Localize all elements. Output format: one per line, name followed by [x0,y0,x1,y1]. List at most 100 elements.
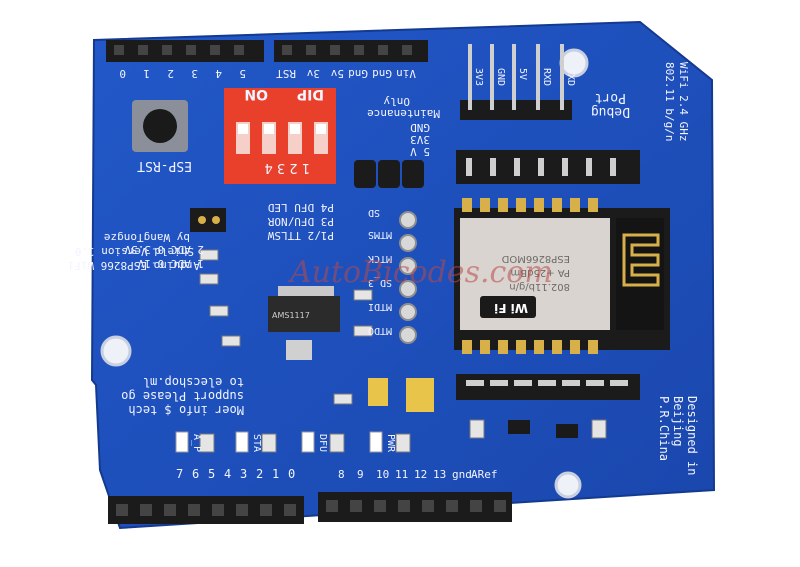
pin-label: 0 [288,467,295,481]
jtag-line-1: MTDI [368,301,392,312]
module-line-1: PA +25dBm [511,267,570,278]
jtag-line-5: SD [368,207,380,218]
designed-line-1: Beijing [671,396,685,447]
dip-label: DIP [297,86,324,102]
status-leds [175,431,383,453]
led-label-dfu: DFU [317,434,328,452]
mode-line-2: P4 DFU LED [268,201,334,214]
pin-label: 8 [338,468,345,481]
designed-line-2: P.R.China [657,396,671,461]
debug-pin-names: 3V3 GND 5V RXD TXD [473,68,576,86]
wifi-logo-badge [480,296,536,318]
watermark: AutoBicodes.com [287,255,553,290]
debug-pin-0: 3V3 [473,68,484,86]
esp8266-module [454,198,670,354]
adc-line-0: 1 ADC 0-1V [137,257,204,270]
led-label-pwr: PWR [385,434,396,453]
title-line-1: Shield Version 1.0 [75,245,194,258]
pin-label: ARef [471,468,498,481]
pin-label: 5 [239,67,246,80]
pin-label: 5v [330,67,344,80]
pin-label: gnd [452,468,472,481]
pin-label: Gnd [372,67,392,80]
jtag-line-4: MTMS [368,229,392,240]
maint-line-1: 3V3 [410,133,430,146]
maint-line-4: Only [383,95,410,108]
top-power-header [274,40,428,62]
pin-label: 10 [376,468,389,481]
regulator-label: AMS1117 [272,311,310,320]
adc-line-1: 2 ADC 0-3.3V [124,243,204,256]
mount-hole [100,335,132,367]
pin-label: 11 [395,468,408,481]
pin-label: Vin [396,67,416,80]
capacitor [406,378,434,412]
debug-port-line-1: Port [595,90,626,105]
led-label-sta: STA [251,434,262,452]
debug-port-pins [460,44,572,120]
top-analog-labels: 5 4 3 2 1 0 [119,67,246,80]
pin-label: 2 [256,467,263,481]
mode-jumper [190,208,226,232]
top-power-labels: Vin Gnd Gnd 5v 3v RST [276,67,416,80]
ams1117-regulator [268,286,340,360]
esp-rst-button [132,100,188,152]
top-analog-header [106,40,264,62]
led-label-ap: A_P [191,434,202,452]
mount-hole [554,471,582,499]
module-line-0: 802.11b/g/n [509,281,570,292]
module-line-2: ESP8266MOD [501,253,570,264]
pin-label: 2 [167,67,174,80]
pin-label: 3v [306,67,320,80]
lower-header-row [456,374,640,400]
pin-label: 4 [224,467,231,481]
mode-line-0: P1/2 TTLSW [267,229,334,242]
debug-pin-3: RXD [541,68,552,86]
pin-label: 5 [208,467,215,481]
support-line-2: to elecshop.ml [143,375,244,389]
pin-label: Gnd [348,67,368,80]
dip-switch [224,88,336,184]
wifi-spec-line-1: 802.11 b/g/n [663,62,676,141]
pin-label: 3 [191,67,198,80]
pin-label: 1 [272,467,279,481]
pin-label: RST [276,67,296,80]
pin-label: 1 [143,67,150,80]
designed-line-0: Designed in [685,396,699,475]
dip-on-label: ON [244,86,268,102]
module-header-row [456,150,640,184]
pin-label: 4 [215,67,222,80]
maintenance-pins [354,160,424,188]
bottom-digital-header-left [108,496,304,524]
transistor [556,424,578,438]
smd-resistors [199,249,607,453]
mode-line-1: P3 DFU/NOR [267,215,334,228]
pin-label: 7 [176,467,183,481]
debug-pin-2: 5V [517,68,528,80]
support-line-1: support Please go [121,389,244,403]
title-line-2: by WangTongze [104,231,190,244]
debug-pin-4: TXD [565,68,576,86]
jtag-pads [399,211,417,344]
pin-label: 12 [414,468,427,481]
jtag-line-2: SD_3 [368,277,392,288]
bottom-digital-header-right [318,492,512,522]
dip-numbers-label: 1 2 3 4 [265,160,310,175]
maint-line-3: Maintenance [367,107,440,120]
pin-label: 0 [119,67,126,80]
jtag-line-0: MTDO [368,325,392,336]
maint-line-2: GND [410,121,430,134]
pin-label: 6 [192,467,199,481]
wifi-logo-text: Wi Fi [494,301,528,315]
wifi-spec-line-0: WiFi 2.4 GHz [677,62,690,141]
pin-label: 3 [240,467,247,481]
title-line-0: Arduino ESP8266 WiFi [68,259,200,272]
jtag-line-3: MTCK [368,253,392,264]
maint-line-0: 5 V [410,145,430,158]
support-line-0: Moer info $ tech [128,403,244,417]
debug-port-line-0: Debug [591,104,630,119]
pin-label: 9 [357,468,364,481]
